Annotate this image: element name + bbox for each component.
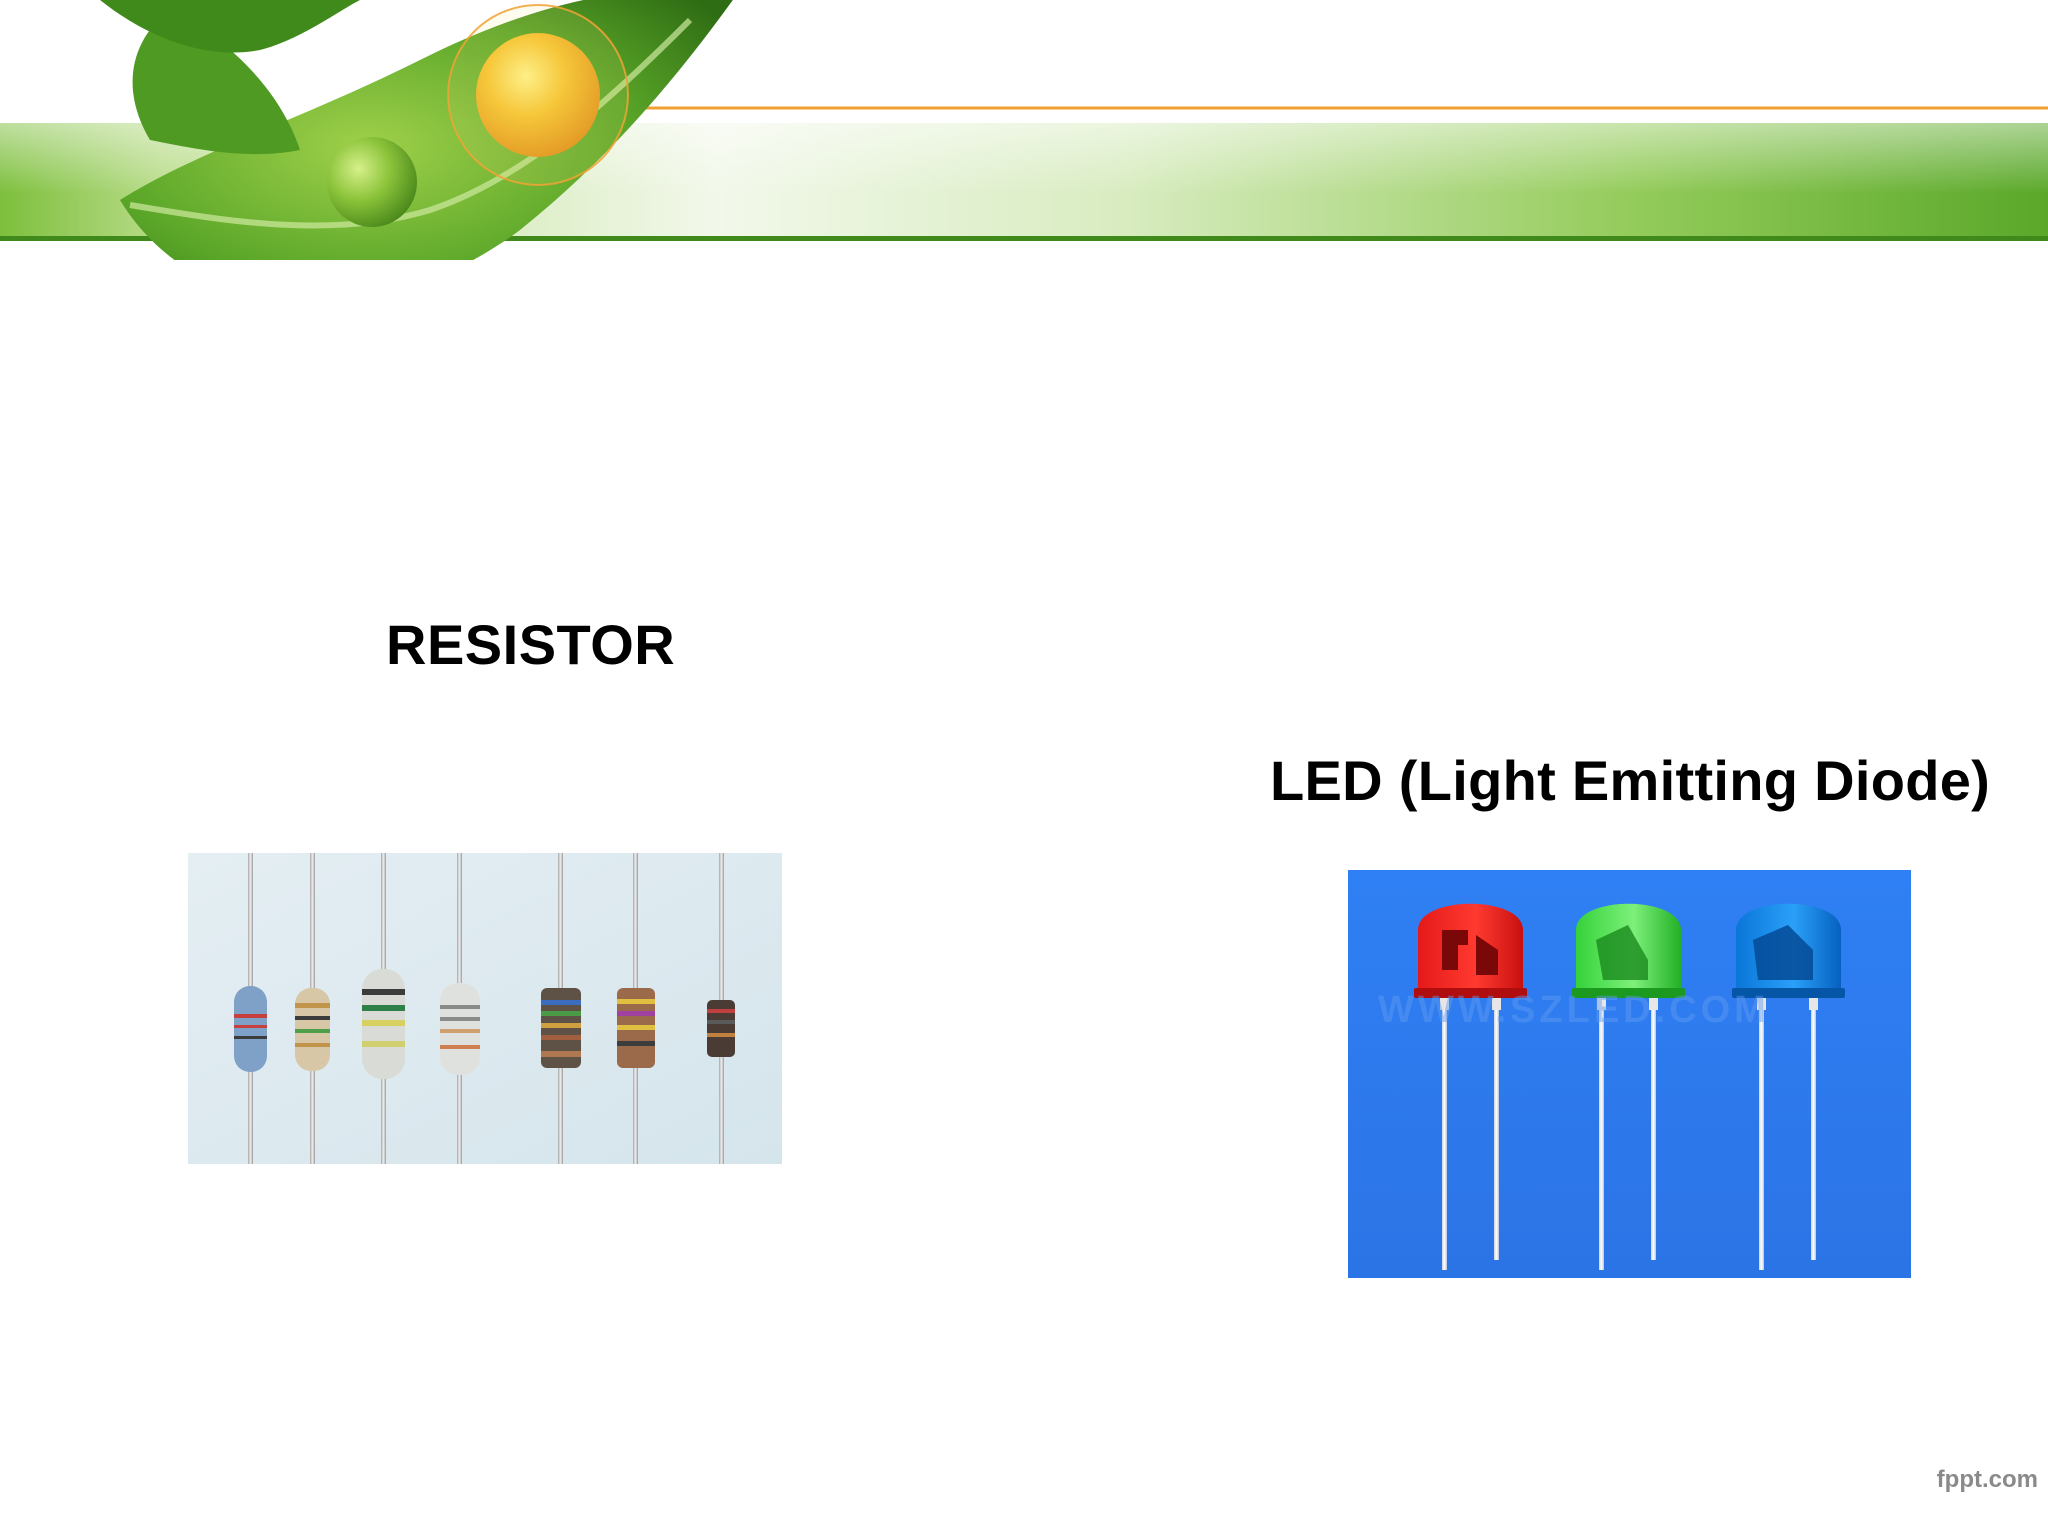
- footer-brand: fppt.com: [1936, 1466, 2038, 1493]
- led-label: LED (Light Emitting Diode): [1270, 749, 1991, 812]
- resistor-label: RESISTOR: [386, 613, 676, 676]
- leds-photo: WWW.SZLED.COM: [1348, 870, 1911, 1278]
- svg-text:WWW.SZLED.COM: WWW.SZLED.COM: [1378, 989, 1770, 1031]
- pea-pod-banner-graphic: [0, 0, 2048, 260]
- resistors-photo: [188, 853, 782, 1164]
- resistors-image: [188, 853, 782, 1164]
- leds-image: WWW.SZLED.COM: [1348, 870, 1911, 1278]
- header-decoration: [0, 0, 2048, 260]
